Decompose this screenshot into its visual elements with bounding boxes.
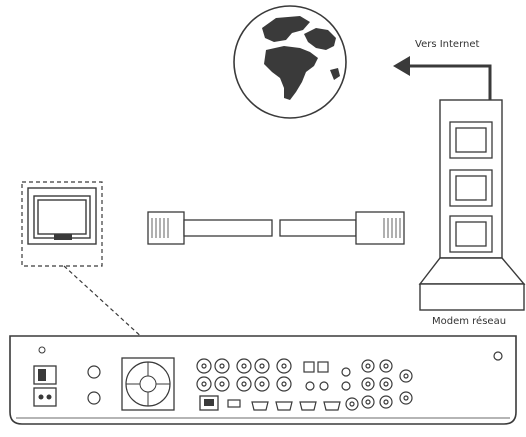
modem-label: Modem réseau <box>432 316 507 327</box>
connector-line <box>63 265 205 395</box>
fan-icon <box>121 357 175 411</box>
audio-jacks <box>341 351 503 411</box>
usb-port-icon <box>227 399 241 408</box>
device-rear-panel <box>9 335 517 425</box>
internet-label: Vers Internet <box>415 39 480 50</box>
ethernet-port-icon <box>21 181 103 267</box>
arrow-left-icon <box>393 56 492 100</box>
lan-port-icon <box>199 395 219 411</box>
globe-icon <box>233 5 347 119</box>
optical-ports <box>303 361 329 391</box>
modem-icon <box>418 99 526 311</box>
rca-jacks <box>196 358 292 392</box>
ethernet-cable-icon <box>147 211 405 245</box>
power-switch-icon <box>33 365 57 385</box>
hdmi-ports <box>251 401 341 411</box>
power-inlet-icon <box>33 387 57 407</box>
